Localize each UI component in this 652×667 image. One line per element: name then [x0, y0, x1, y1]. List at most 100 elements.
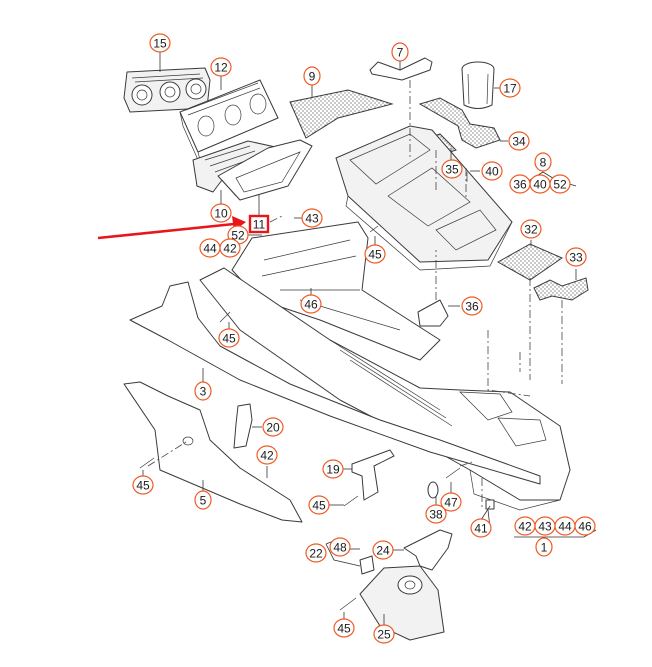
- callout-circle: [303, 66, 321, 86]
- callout-label: 7: [397, 46, 404, 60]
- callout-1[interactable]: 1: [535, 537, 553, 557]
- callout-19[interactable]: 19: [322, 459, 344, 479]
- part-clip-48[interactable]: [359, 555, 375, 575]
- part-bracket-20[interactable]: [233, 403, 253, 449]
- callout-52[interactable]: 52: [549, 174, 571, 194]
- part-bracket-19[interactable]: [351, 449, 395, 501]
- part-mat-34[interactable]: [418, 97, 501, 149]
- callout-46[interactable]: 46: [574, 516, 596, 536]
- callout-label: 10: [214, 207, 228, 221]
- part-console-inner-frame[interactable]: [231, 221, 441, 361]
- part-grommet-38[interactable]: [427, 481, 439, 499]
- callout-43[interactable]: 43: [534, 516, 556, 536]
- callout-11[interactable]: 11: [248, 214, 270, 234]
- callout-25[interactable]: 25: [373, 624, 395, 644]
- callout-circle: [262, 417, 284, 437]
- callout-label: 40: [485, 165, 499, 179]
- callout-40[interactable]: 40: [481, 161, 503, 181]
- callout-10[interactable]: 10: [210, 203, 232, 223]
- callout-45[interactable]: 45: [364, 244, 386, 264]
- part-storage-tray-11[interactable]: [217, 139, 313, 201]
- callout-9[interactable]: 9: [303, 66, 321, 86]
- part-ashtray-cup-17[interactable]: [461, 61, 495, 109]
- screw-icon: [445, 467, 461, 479]
- callout-38[interactable]: 38: [425, 504, 447, 524]
- callout-label: 44: [203, 242, 217, 256]
- part-clip-41[interactable]: [485, 499, 495, 510]
- callout-8[interactable]: 8: [534, 152, 552, 172]
- part-side-trim-5[interactable]: [123, 381, 303, 523]
- callout-35[interactable]: 35: [441, 159, 463, 179]
- part-climate-control-unit[interactable]: [123, 67, 211, 113]
- callout-42[interactable]: 42: [256, 445, 278, 465]
- part-mat-33[interactable]: [533, 277, 589, 301]
- part-bracket-36[interactable]: [417, 299, 449, 327]
- callout-circle: [470, 518, 492, 538]
- callout-42[interactable]: 42: [219, 238, 241, 258]
- part-main-console[interactable]: [199, 267, 571, 511]
- callout-17[interactable]: 17: [499, 78, 521, 98]
- callout-48[interactable]: 48: [329, 537, 351, 557]
- callout-label: 5: [200, 494, 207, 508]
- callout-circle: [149, 33, 171, 53]
- callout-15[interactable]: 15: [149, 33, 171, 53]
- callout-36[interactable]: 36: [509, 174, 531, 194]
- callout-label: 47: [444, 496, 458, 510]
- callout-label: 12: [214, 61, 228, 75]
- part-shift-housing-25[interactable]: [359, 565, 445, 641]
- callout-circle: [481, 161, 503, 181]
- callout-circle: [210, 203, 232, 223]
- callout-circle: [301, 208, 323, 228]
- callout-20[interactable]: 20: [262, 417, 284, 437]
- part-bracket-24[interactable]: [403, 529, 453, 571]
- callout-22[interactable]: 22: [305, 543, 327, 563]
- callout-label: 43: [538, 520, 552, 534]
- screw-icon: [139, 457, 155, 469]
- callout-7[interactable]: 7: [391, 42, 409, 62]
- callout-3[interactable]: 3: [194, 381, 212, 401]
- callout-44[interactable]: 44: [554, 516, 576, 536]
- callout-5[interactable]: 5: [194, 490, 212, 510]
- callout-label: 3: [200, 385, 207, 399]
- callout-label: 24: [376, 544, 390, 558]
- callout-circle: [499, 78, 521, 98]
- callout-40[interactable]: 40: [529, 174, 551, 194]
- callout-42[interactable]: 42: [514, 516, 536, 536]
- callout-34[interactable]: 34: [508, 131, 530, 151]
- callout-47[interactable]: 47: [440, 492, 462, 512]
- callout-45[interactable]: 45: [333, 618, 355, 638]
- callout-33[interactable]: 33: [565, 247, 587, 267]
- callout-45[interactable]: 45: [218, 328, 240, 348]
- assembly-lines: [147, 80, 563, 510]
- part-upper-console-frame[interactable]: [335, 125, 513, 271]
- callout-label: 44: [558, 520, 572, 534]
- callout-46[interactable]: 46: [300, 294, 322, 314]
- part-climate-trim-panel[interactable]: [179, 79, 279, 161]
- screw-icon: [369, 225, 379, 233]
- part-mat-32[interactable]: [496, 243, 564, 281]
- callout-36[interactable]: 36: [461, 296, 483, 316]
- callout-45[interactable]: 45: [132, 475, 154, 495]
- callout-label: 45: [222, 332, 236, 346]
- part-handle-7[interactable]: [369, 57, 433, 81]
- callout-label: 52: [231, 229, 245, 243]
- screw-icon: [339, 597, 357, 611]
- callout-label: 45: [136, 479, 150, 493]
- callout-circle: [549, 174, 571, 194]
- callout-24[interactable]: 24: [372, 540, 394, 560]
- callout-43[interactable]: 43: [301, 208, 323, 228]
- screws: [139, 172, 468, 611]
- callout-45[interactable]: 45: [308, 495, 330, 515]
- callout-44[interactable]: 44: [199, 238, 221, 258]
- callout-circle: [300, 294, 322, 314]
- callout-circle: [194, 381, 212, 401]
- callout-12[interactable]: 12: [210, 57, 232, 77]
- callout-circle: [565, 247, 587, 267]
- callout-32[interactable]: 32: [520, 219, 542, 239]
- part-side-trim-3[interactable]: [129, 281, 541, 485]
- part-mat-9[interactable]: [289, 89, 394, 139]
- callout-circle: [461, 296, 483, 316]
- callout-label: 32: [524, 223, 538, 237]
- callout-41[interactable]: 41: [470, 518, 492, 538]
